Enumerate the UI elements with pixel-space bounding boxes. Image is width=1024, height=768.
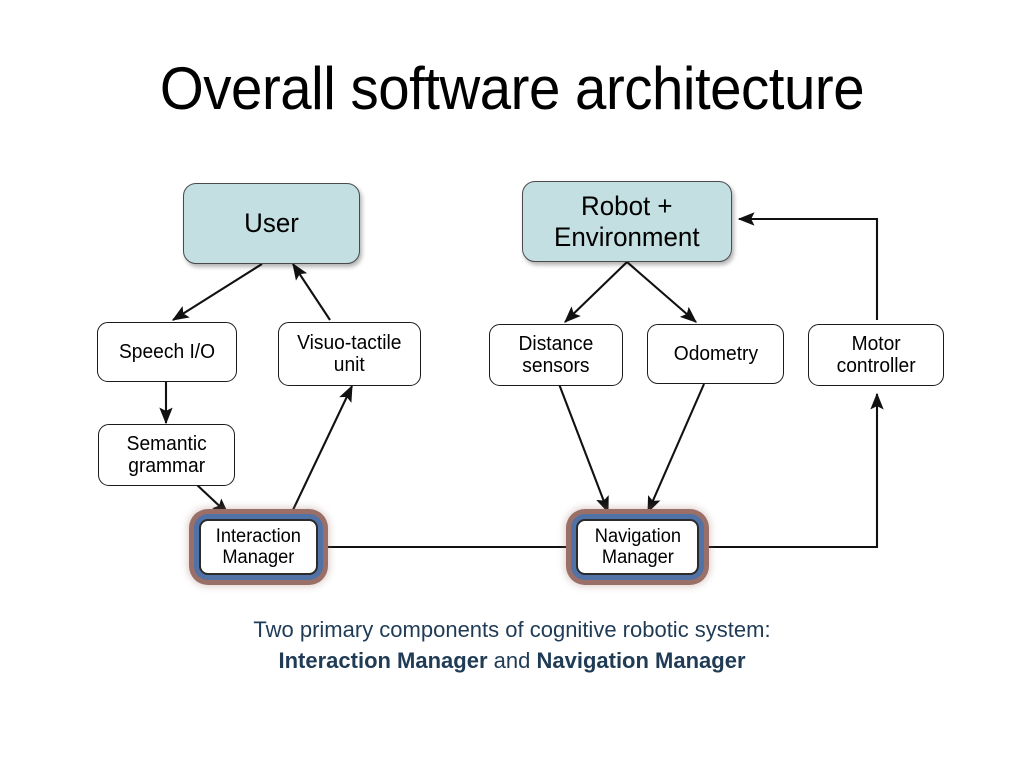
edge-semantic-grammar-to-interaction-manager: [195, 483, 229, 515]
edge-interaction-manager-to-visuo-tactile: [291, 384, 353, 513]
edge-robot-to-distance-sensors: [564, 261, 628, 323]
node-distance-sensors[interactable]: Distance sensors: [489, 324, 623, 386]
edge-visuo-tactile-to-user: [292, 262, 331, 321]
node-semantic-grammar-label: Semantic grammar: [126, 432, 207, 477]
node-speech-io-label: Speech I/O: [118, 340, 216, 363]
node-visuo-tactile-unit[interactable]: Visuo-tactile unit: [278, 322, 421, 386]
node-navigation-manager-label: Navigation Manager: [594, 525, 681, 568]
page-title: Overall software architecture: [159, 55, 865, 122]
node-motor-controller-label: Motor controller: [836, 332, 916, 377]
node-user[interactable]: User: [183, 183, 360, 264]
node-odometry[interactable]: Odometry: [647, 324, 784, 384]
node-odometry-label: Odometry: [673, 342, 758, 365]
edge-distance-sensors-to-navigation-manager: [558, 383, 609, 514]
caption-bold-interaction-manager: Interaction Manager: [278, 648, 488, 674]
node-semantic-grammar[interactable]: Semantic grammar: [98, 424, 235, 486]
node-navigation-manager[interactable]: Navigation Manager: [576, 519, 699, 575]
node-robot-environment-label: Robot + Environment: [554, 191, 700, 252]
edge-odometry-to-navigation-manager: [647, 383, 705, 514]
caption: Two primary components of cognitive robo…: [0, 614, 1024, 676]
node-visuo-tactile-unit-label: Visuo-tactile unit: [297, 331, 402, 376]
node-user-label: User: [244, 208, 299, 239]
edge-robot-to-odometry: [626, 261, 697, 323]
node-motor-controller[interactable]: Motor controller: [808, 324, 944, 386]
caption-line-1: Two primary components of cognitive robo…: [253, 617, 771, 642]
node-interaction-manager-label: Interaction Manager: [215, 525, 302, 568]
node-distance-sensors-label: Distance sensors: [518, 332, 594, 377]
caption-line-2: Interaction Manager and Navigation Manag…: [0, 645, 1024, 676]
caption-bold-navigation-manager: Navigation Manager: [536, 648, 746, 674]
node-robot-environment[interactable]: Robot + Environment: [522, 181, 732, 262]
caption-conjunction: and: [487, 648, 537, 674]
node-speech-io[interactable]: Speech I/O: [97, 322, 237, 382]
edge-motor-controller-to-robot-environment: [737, 212, 879, 320]
edge-user-to-speech-io: [171, 263, 263, 321]
edge-navigation-manager-to-motor-controller: [709, 392, 884, 549]
node-interaction-manager[interactable]: Interaction Manager: [199, 519, 318, 575]
